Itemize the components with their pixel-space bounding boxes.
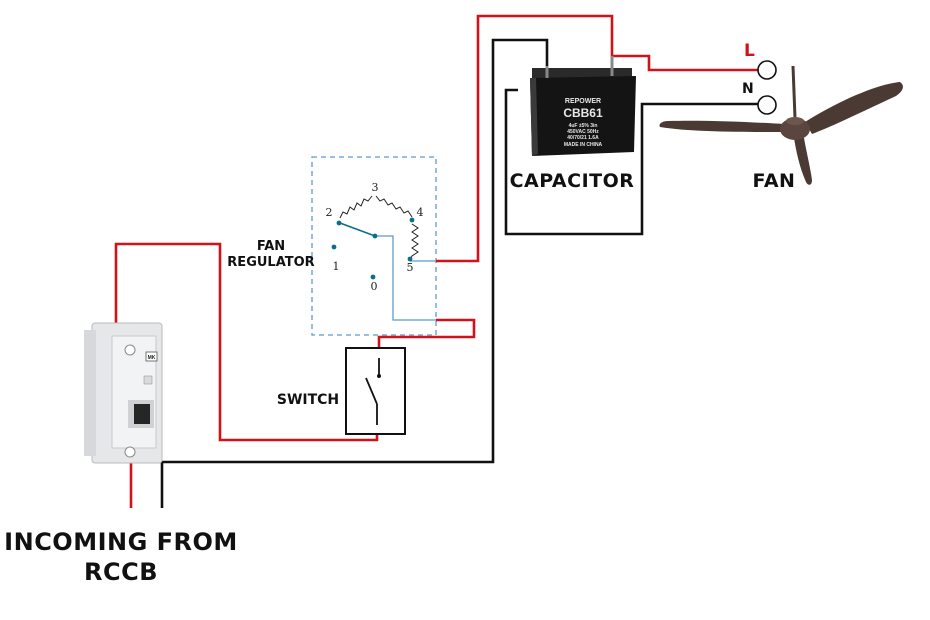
capacitor-spec-3: 40/70/21 1.6A bbox=[567, 135, 599, 141]
regulator-coils bbox=[339, 195, 419, 261]
live-wire-breaker-to-switch bbox=[114, 242, 379, 442]
capacitor-brand: REPOWER bbox=[565, 98, 601, 105]
breaker-toggle bbox=[134, 404, 150, 424]
capacitor-model: CBB61 bbox=[563, 106, 603, 120]
live-terminal-label: L bbox=[744, 41, 755, 61]
capacitor-spec-1: 4uF ±5% 3in bbox=[569, 123, 598, 129]
capacitor-spec-2: 450VAC 50Hz bbox=[567, 129, 599, 135]
regulator-contact-0 bbox=[370, 274, 376, 280]
incoming-label-line2: RCCB bbox=[84, 558, 158, 586]
live-terminal bbox=[757, 60, 777, 80]
fan-downrod bbox=[791, 65, 797, 119]
capacitor-label: CAPACITOR bbox=[510, 170, 635, 192]
capacitor: REPOWER CBB61 4uF ±5% 3in 450VAC 50Hz 40… bbox=[530, 56, 636, 156]
switch-blade bbox=[365, 377, 378, 405]
regulator-coil-3-4 bbox=[375, 195, 413, 218]
breaker-screw-bottom bbox=[124, 446, 136, 458]
switch-box bbox=[345, 347, 406, 435]
switch-label: SWITCH bbox=[277, 392, 339, 408]
regulator-wire-in bbox=[375, 235, 436, 321]
breaker-side bbox=[84, 330, 96, 456]
circuit-breaker: MK bbox=[84, 322, 163, 464]
neutral-wires bbox=[160, 38, 758, 508]
capacitor-origin: MADE IN CHINA bbox=[564, 142, 603, 148]
regulator-contact-2 bbox=[336, 220, 342, 226]
regulator-contact-5 bbox=[407, 256, 413, 262]
regulator-contacts bbox=[331, 217, 415, 280]
regulator-position-4: 4 bbox=[417, 206, 424, 219]
ceiling-fan bbox=[659, 65, 903, 185]
capacitor-highlight bbox=[530, 78, 538, 156]
regulator-wiper bbox=[339, 222, 376, 237]
regulator-position-5: 5 bbox=[407, 261, 414, 274]
live-wire-regulator-to-capacitor bbox=[436, 14, 614, 263]
fan-blade-right bbox=[805, 82, 903, 134]
regulator-enclosure bbox=[311, 156, 437, 336]
breaker-indicator bbox=[143, 375, 153, 385]
regulator-position-3: 3 bbox=[372, 181, 379, 194]
neutral-wire-capacitor-loop bbox=[504, 88, 758, 236]
regulator-position-2: 2 bbox=[326, 206, 333, 219]
neutral-terminal-label: N bbox=[742, 81, 754, 97]
incoming-label-line1: INCOMING FROM bbox=[4, 528, 238, 556]
fan-blade-left bbox=[659, 120, 784, 132]
live-wire-to-live-terminal bbox=[612, 54, 758, 72]
switch-contact-dot bbox=[377, 374, 381, 378]
breaker-logo-box bbox=[145, 351, 158, 362]
regulator-coil-4-5 bbox=[409, 223, 419, 261]
breaker-brand: MK bbox=[148, 355, 156, 361]
regulator-contact-1 bbox=[331, 244, 337, 250]
live-wires bbox=[114, 14, 758, 508]
fan-blade-down bbox=[794, 138, 812, 185]
fan-regulator-label-line1: FAN bbox=[257, 239, 285, 254]
live-wire-switch-to-regulator bbox=[377, 318, 476, 358]
regulator-position-0: 0 bbox=[371, 280, 378, 293]
capacitor-body bbox=[530, 76, 636, 156]
fan-motor-top bbox=[786, 117, 804, 125]
regulator-contact-4 bbox=[409, 217, 415, 223]
switch bbox=[345, 347, 406, 435]
regulator-wiring bbox=[375, 235, 436, 321]
regulator-coil-2-3 bbox=[339, 195, 373, 219]
neutral-terminal bbox=[757, 95, 777, 115]
breaker-screw-top bbox=[124, 344, 136, 356]
fan-label: FAN bbox=[753, 170, 796, 192]
fan-motor bbox=[780, 118, 810, 140]
neutral-wire-main bbox=[160, 38, 549, 508]
fan-regulator-label-line2: REGULATOR bbox=[227, 255, 314, 270]
regulator-position-1: 1 bbox=[333, 260, 340, 273]
